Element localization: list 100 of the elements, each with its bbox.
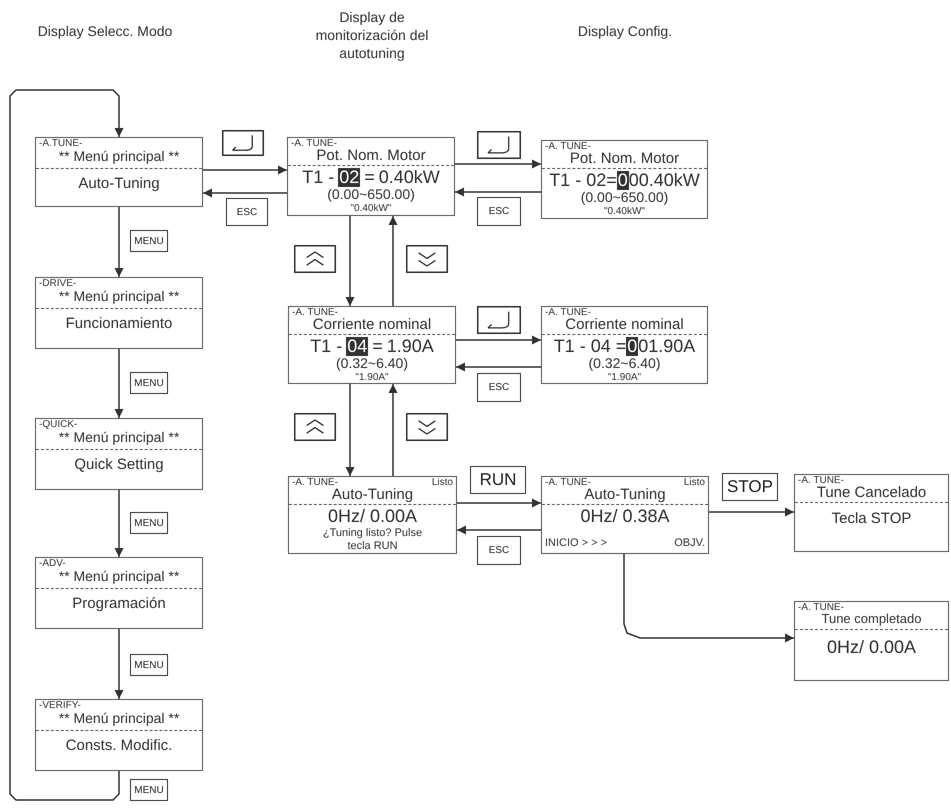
menu-item: Auto-Tuning [78, 176, 160, 192]
arrow [709, 508, 794, 516]
default-value: "1.90A" [608, 372, 642, 383]
menu-title: ** Menú principal ** [58, 711, 180, 726]
status-text: OBJV. [674, 537, 705, 549]
display-screen [541, 306, 708, 384]
arrow [346, 216, 354, 306]
arrow [456, 336, 541, 344]
monitor-value: 0Hz/ 0.38A [580, 507, 670, 526]
mode-tag: -QUICK- [39, 419, 78, 430]
parameter-value: 01.90A [638, 337, 696, 356]
cursor-digit: 0 [616, 171, 629, 190]
menu-item: Programación [72, 596, 166, 612]
display-screen [288, 306, 456, 384]
cursor-digit: 02 [338, 168, 360, 187]
parameter-value: 00.40kW [628, 171, 700, 190]
mode-tag: -A. TUNE- [545, 141, 591, 152]
menu-item: Quick Setting [74, 457, 164, 473]
mode-tag: -DRIVE- [39, 278, 76, 289]
screen-message: Tecla STOP [832, 511, 912, 527]
prompt-text: ¿Tuning listo? Pulse tecla RUN [322, 527, 424, 553]
setting-range: (0.32~6.40) [336, 356, 408, 371]
arrow [203, 166, 287, 174]
arrow [346, 384, 354, 476]
key-label: MENU [130, 779, 168, 801]
arrow [114, 629, 124, 699]
arrow [388, 384, 398, 476]
mode-tag: -VERIFY- [39, 700, 81, 711]
menu-title: ** Menú principal ** [58, 289, 180, 304]
screen-title: Tune Cancelado [816, 485, 926, 501]
screen-title: Auto-Tuning [332, 487, 414, 503]
parameter-value: 0.40kW [378, 168, 440, 187]
menu-title: ** Menú principal ** [58, 430, 180, 445]
arrow [9, 89, 124, 801]
arrow [114, 490, 124, 557]
display-screen [794, 601, 949, 681]
display-screen [35, 277, 203, 349]
menu-item: Funcionamiento [66, 316, 172, 332]
menu-title: ** Menú principal ** [58, 149, 180, 164]
arrow [388, 216, 398, 306]
status-text: INICIO > > > [545, 537, 608, 549]
setting-range: (0.00~650.00) [580, 190, 668, 205]
mode-tag: -A. TUNE- [545, 307, 591, 318]
arrow [455, 188, 541, 196]
parameter-value: T1 - 02= [549, 171, 617, 190]
arrow [457, 498, 541, 508]
setting-range: (0.00~650.00) [327, 187, 415, 202]
display-screen [35, 137, 203, 207]
cursor-digit: 0 [626, 337, 638, 356]
arrow [456, 362, 541, 372]
arrow [114, 207, 124, 277]
key-label: MENU [130, 512, 168, 534]
mode-tag: -A. TUNE- [798, 602, 844, 613]
default-value: "1.90A" [355, 372, 389, 383]
parameter-name: Corriente nominal [565, 317, 684, 333]
display-screen [541, 476, 709, 554]
display-screen [35, 557, 203, 629]
arrow [203, 188, 287, 198]
status-text: Listo [432, 477, 453, 488]
parameter-value: = [372, 337, 383, 356]
mode-tag: -A. TUNE- [798, 475, 844, 486]
key-label: STOP [722, 473, 778, 501]
key-label: ESC [477, 197, 521, 226]
screen-title: Tune completado [822, 612, 922, 626]
column-heading: Display Selecc. Modo [36, 22, 174, 40]
arrow [114, 349, 124, 418]
column-heading: Display de monitorización del autotuning [314, 8, 430, 62]
key-label: RUN [470, 466, 526, 494]
key-label: ESC [226, 198, 268, 226]
display-screen [541, 140, 708, 219]
column-heading: Display Config. [576, 22, 674, 40]
display-screen [288, 476, 457, 554]
parameter-name: Pot. Nom. Motor [316, 148, 426, 164]
parameter-value: T1 - [302, 168, 334, 187]
default-value: "0.40kW" [350, 203, 392, 214]
mode-tag: -A. TUNE- [545, 477, 591, 488]
mode-tag: -A.TUNE- [39, 138, 82, 149]
cursor-digit: 04 [346, 337, 368, 356]
key-label: ESC [477, 536, 521, 565]
display-screen [35, 418, 203, 490]
mode-tag: -A. TUNE- [291, 138, 337, 149]
parameter-value: T1 - [310, 337, 342, 356]
screen-title: Auto-Tuning [584, 487, 666, 503]
key-label: MENU [130, 654, 168, 676]
key-label: MENU [130, 230, 168, 252]
display-screen [35, 699, 203, 771]
monitor-value: 0Hz/ 0.00A [328, 507, 418, 526]
mode-tag: -A. TUNE- [292, 477, 338, 488]
screen-message: 0Hz/ 0.00A [826, 638, 916, 657]
setting-range: (0.32~6.40) [588, 356, 660, 371]
display-screen [287, 137, 455, 216]
menu-item: Consts. Modific. [66, 738, 172, 754]
key-label: ESC [477, 373, 521, 402]
default-value: "0.40kW" [604, 206, 645, 217]
parameter-value: T1 - 04 = [554, 337, 626, 356]
mode-tag: -A. TUNE- [292, 307, 338, 318]
parameter-name: Corriente nominal [312, 317, 432, 333]
arrow [455, 160, 541, 168]
parameter-name: Pot. Nom. Motor [570, 151, 680, 167]
mode-tag: -ADV- [39, 558, 66, 569]
